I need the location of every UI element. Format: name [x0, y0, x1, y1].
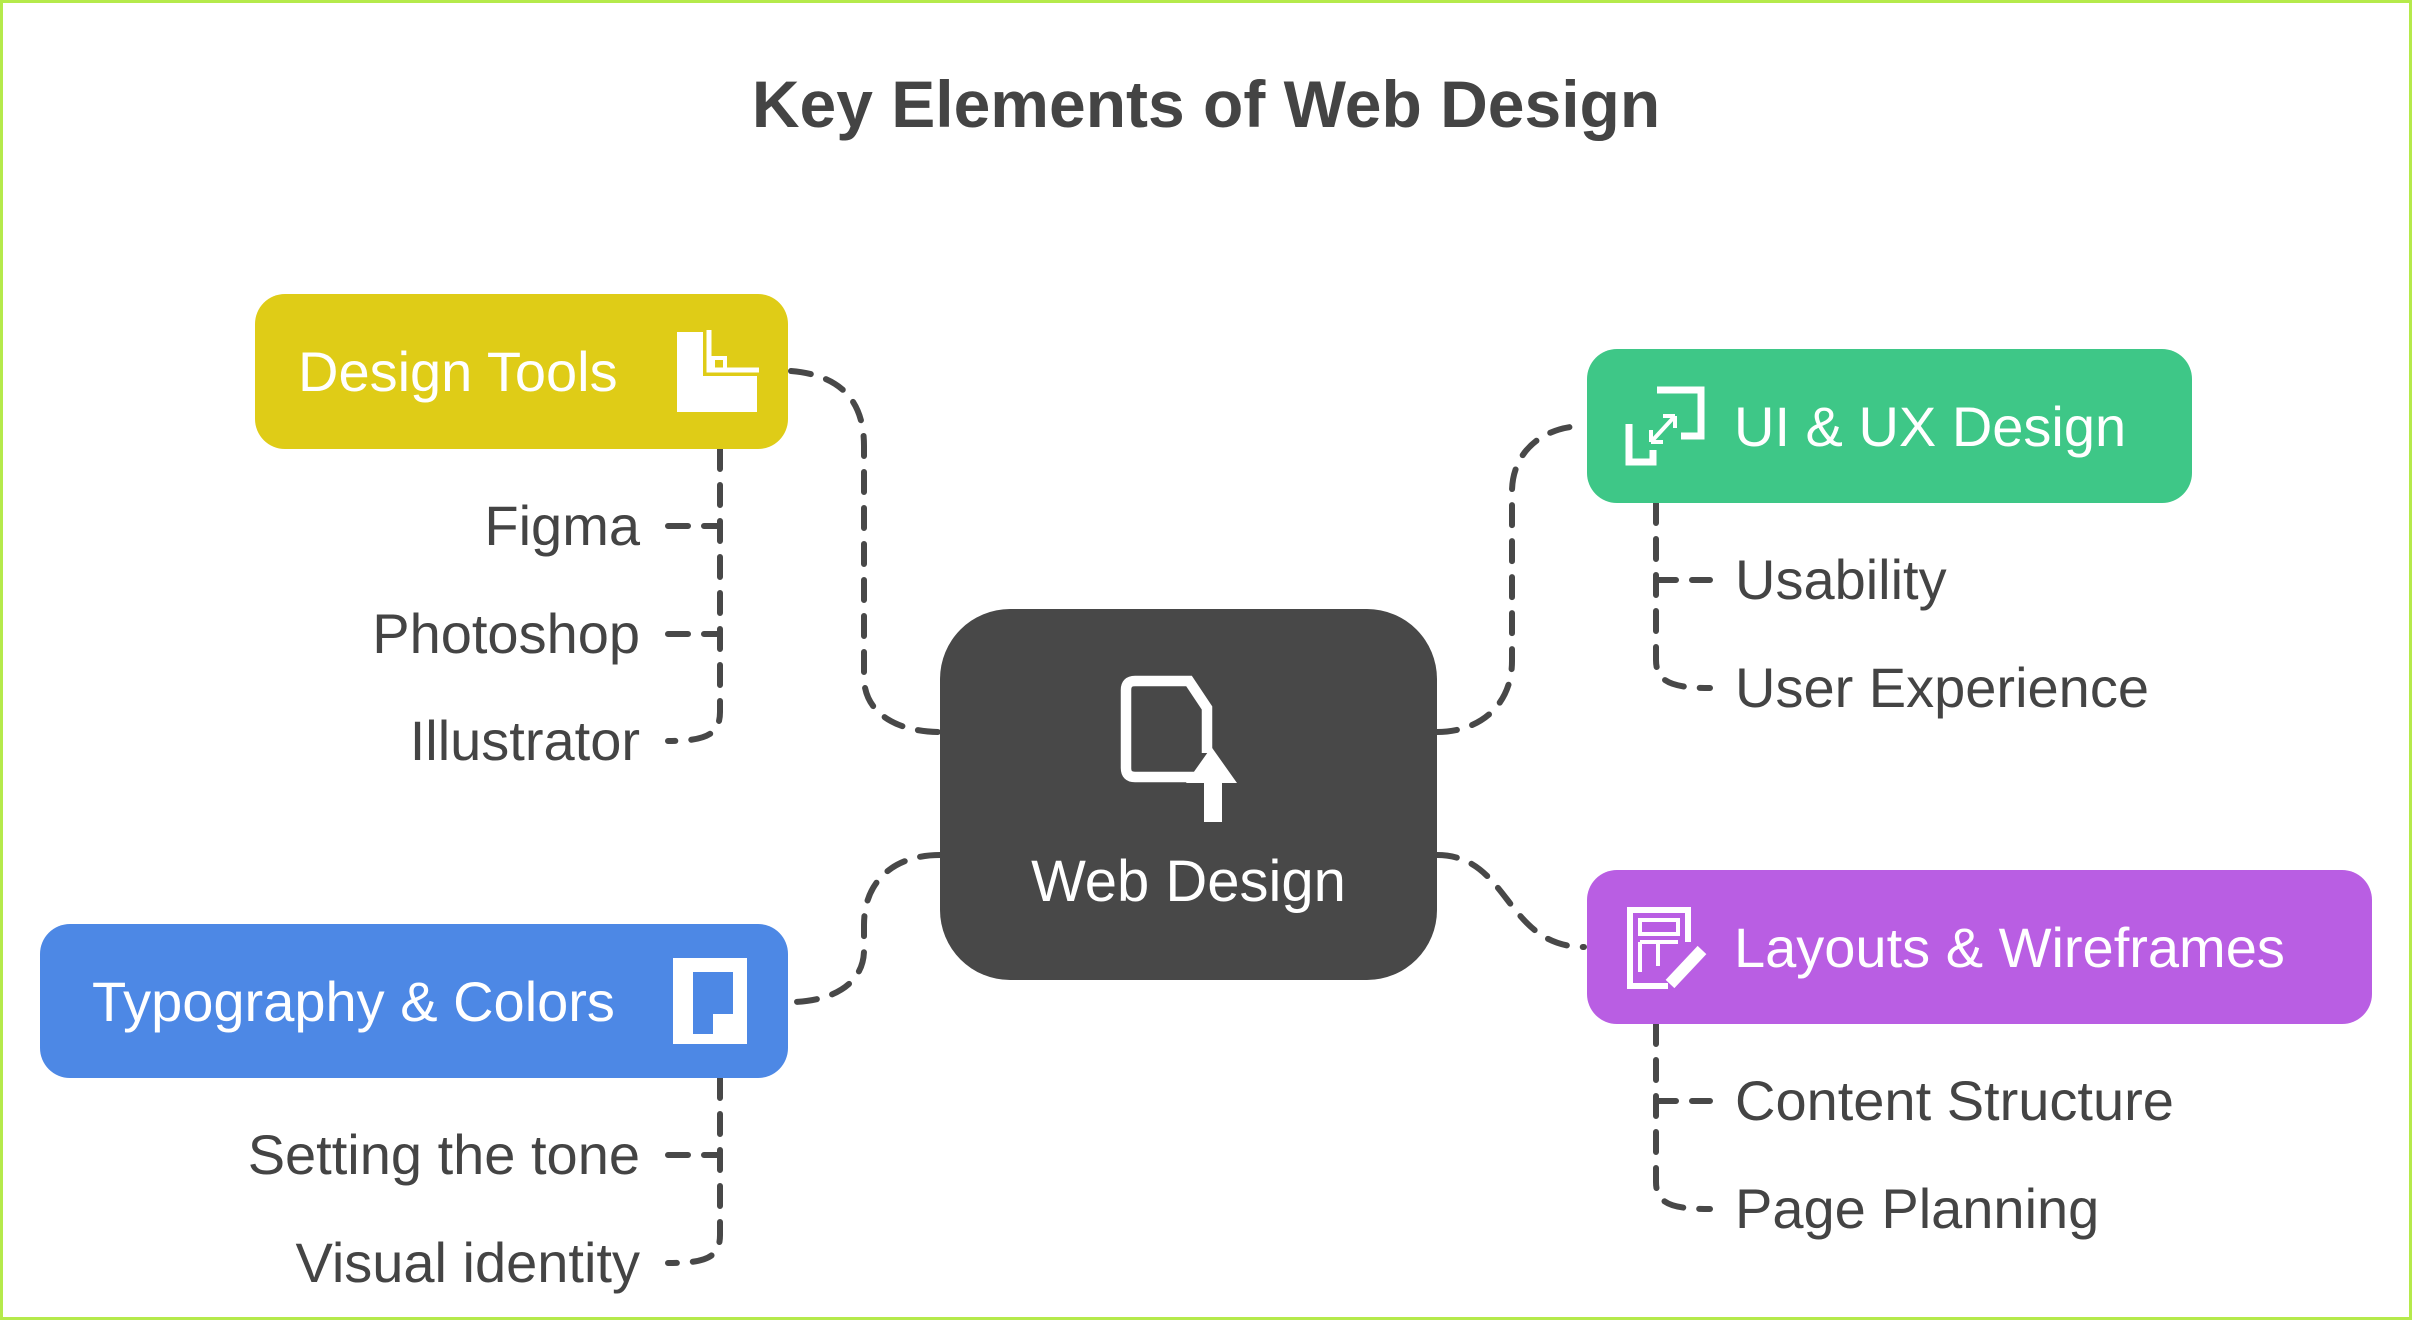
list-item-figma: Figma: [484, 494, 640, 557]
center-node-web-design[interactable]: Web Design: [940, 609, 1437, 980]
list-item-photoshop: Photoshop: [372, 602, 640, 665]
connector-ui-ux-children: [1653, 500, 1713, 691]
node-label: Layouts & Wireframes: [1734, 915, 2285, 979]
list-item-usability: Usability: [1735, 548, 1947, 611]
node-design-tools[interactable]: Design Tools: [255, 294, 788, 449]
connector-design-tools-children: [665, 446, 723, 744]
node-ui-ux-design[interactable]: UI & UX Design: [1587, 349, 2192, 503]
connector-typography: [787, 852, 943, 1005]
list-item-setting-the-tone: Setting the tone: [247, 1123, 640, 1186]
list-item-visual-identity: Visual identity: [295, 1231, 640, 1294]
connector-design-tools: [788, 368, 943, 735]
node-label: Typography & Colors: [92, 969, 615, 1033]
node-layouts-wireframes[interactable]: Layouts & Wireframes: [1587, 870, 2372, 1024]
node-typography-colors[interactable]: Typography & Colors: [40, 924, 788, 1078]
connector-ui-ux: [1434, 423, 1587, 735]
wireframe-edit-icon: [1622, 904, 1708, 990]
center-label: Web Design: [1031, 848, 1346, 914]
list-item-page-planning: Page Planning: [1735, 1177, 2100, 1240]
file-upload-icon: [1114, 675, 1264, 830]
diagram-title: Key Elements of Web Design: [751, 67, 1661, 141]
connector-layouts-children: [1653, 1021, 1713, 1212]
design-tool-icon: [674, 329, 760, 415]
list-item-user-experience: User Experience: [1735, 656, 2149, 719]
connector-layouts: [1434, 852, 1587, 950]
list-item-illustrator: Illustrator: [409, 709, 640, 772]
node-label: Design Tools: [298, 340, 618, 403]
list-item-content-structure: Content Structure: [1735, 1069, 2174, 1132]
connector-typography-children: [665, 1075, 723, 1266]
page-icon: [667, 958, 753, 1044]
resize-icon: [1622, 383, 1708, 469]
node-label: UI & UX Design: [1734, 394, 2127, 458]
